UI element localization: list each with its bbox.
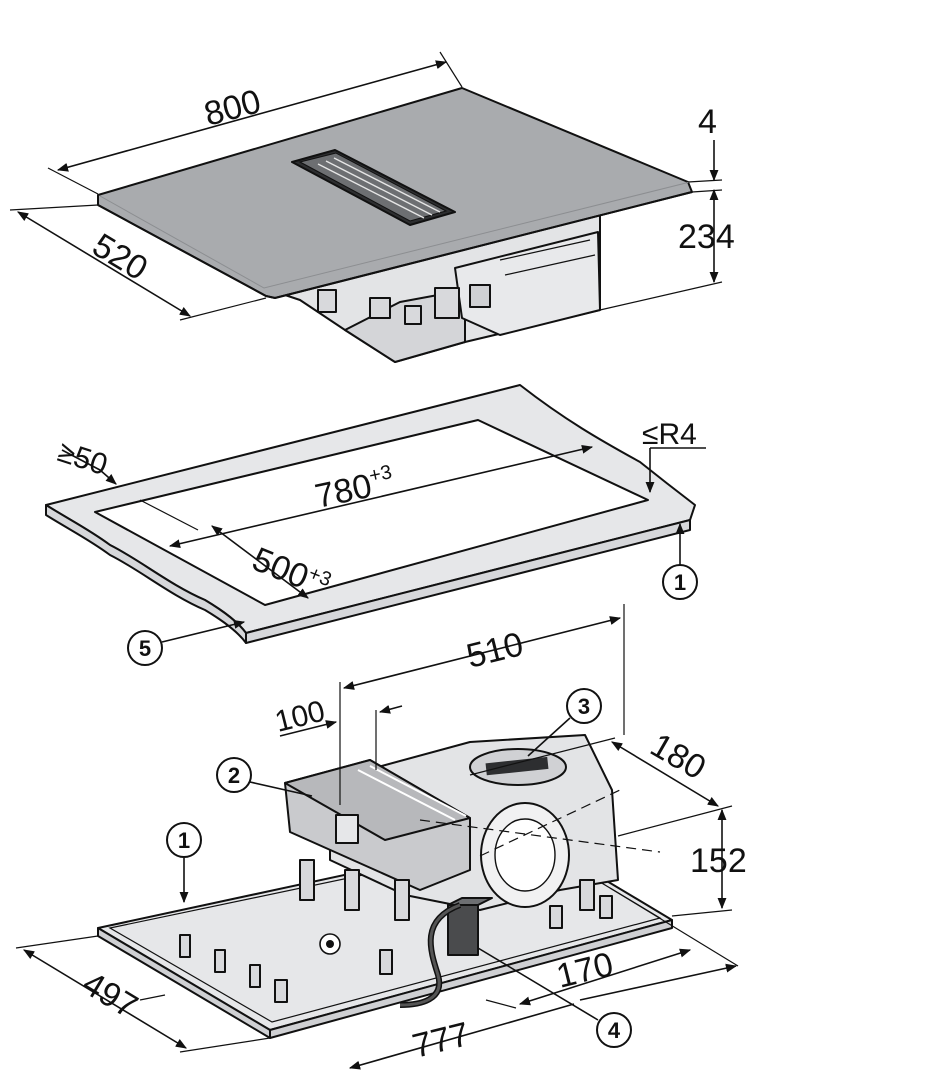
svg-text:2: 2 bbox=[228, 763, 240, 788]
dim-le-r4: ≤R4 bbox=[642, 418, 697, 451]
dim-234: 234 bbox=[678, 218, 735, 256]
callout-2: 2 bbox=[216, 757, 313, 797]
svg-text:1: 1 bbox=[178, 828, 190, 853]
svg-text:5: 5 bbox=[139, 636, 151, 661]
svg-text:4: 4 bbox=[608, 1018, 621, 1043]
underside-unit bbox=[97, 734, 673, 1039]
dim-520: 520 bbox=[86, 226, 154, 288]
worktop-cutout bbox=[45, 384, 696, 644]
dim-152: 152 bbox=[690, 842, 747, 880]
dim-4: 4 bbox=[698, 103, 717, 141]
dim-800: 800 bbox=[200, 82, 265, 133]
svg-text:3: 3 bbox=[578, 694, 590, 719]
cooktop-unit bbox=[97, 87, 693, 363]
callout-3: 3 bbox=[527, 688, 602, 757]
svg-text:1: 1 bbox=[674, 570, 686, 595]
callout-1-upper: 1 bbox=[662, 522, 698, 600]
electronics-box bbox=[454, 231, 601, 336]
dim-ge50: ≥50 bbox=[54, 435, 112, 482]
dim-510: 510 bbox=[463, 625, 527, 676]
callout-5: 5 bbox=[127, 620, 246, 666]
dim-100: 100 bbox=[272, 695, 329, 739]
callout-4: 4 bbox=[477, 947, 632, 1048]
dim-777: 777 bbox=[409, 1015, 473, 1066]
dim-180: 180 bbox=[644, 726, 712, 787]
connector-block bbox=[447, 904, 479, 956]
callout-1-lower: 1 bbox=[166, 822, 202, 904]
